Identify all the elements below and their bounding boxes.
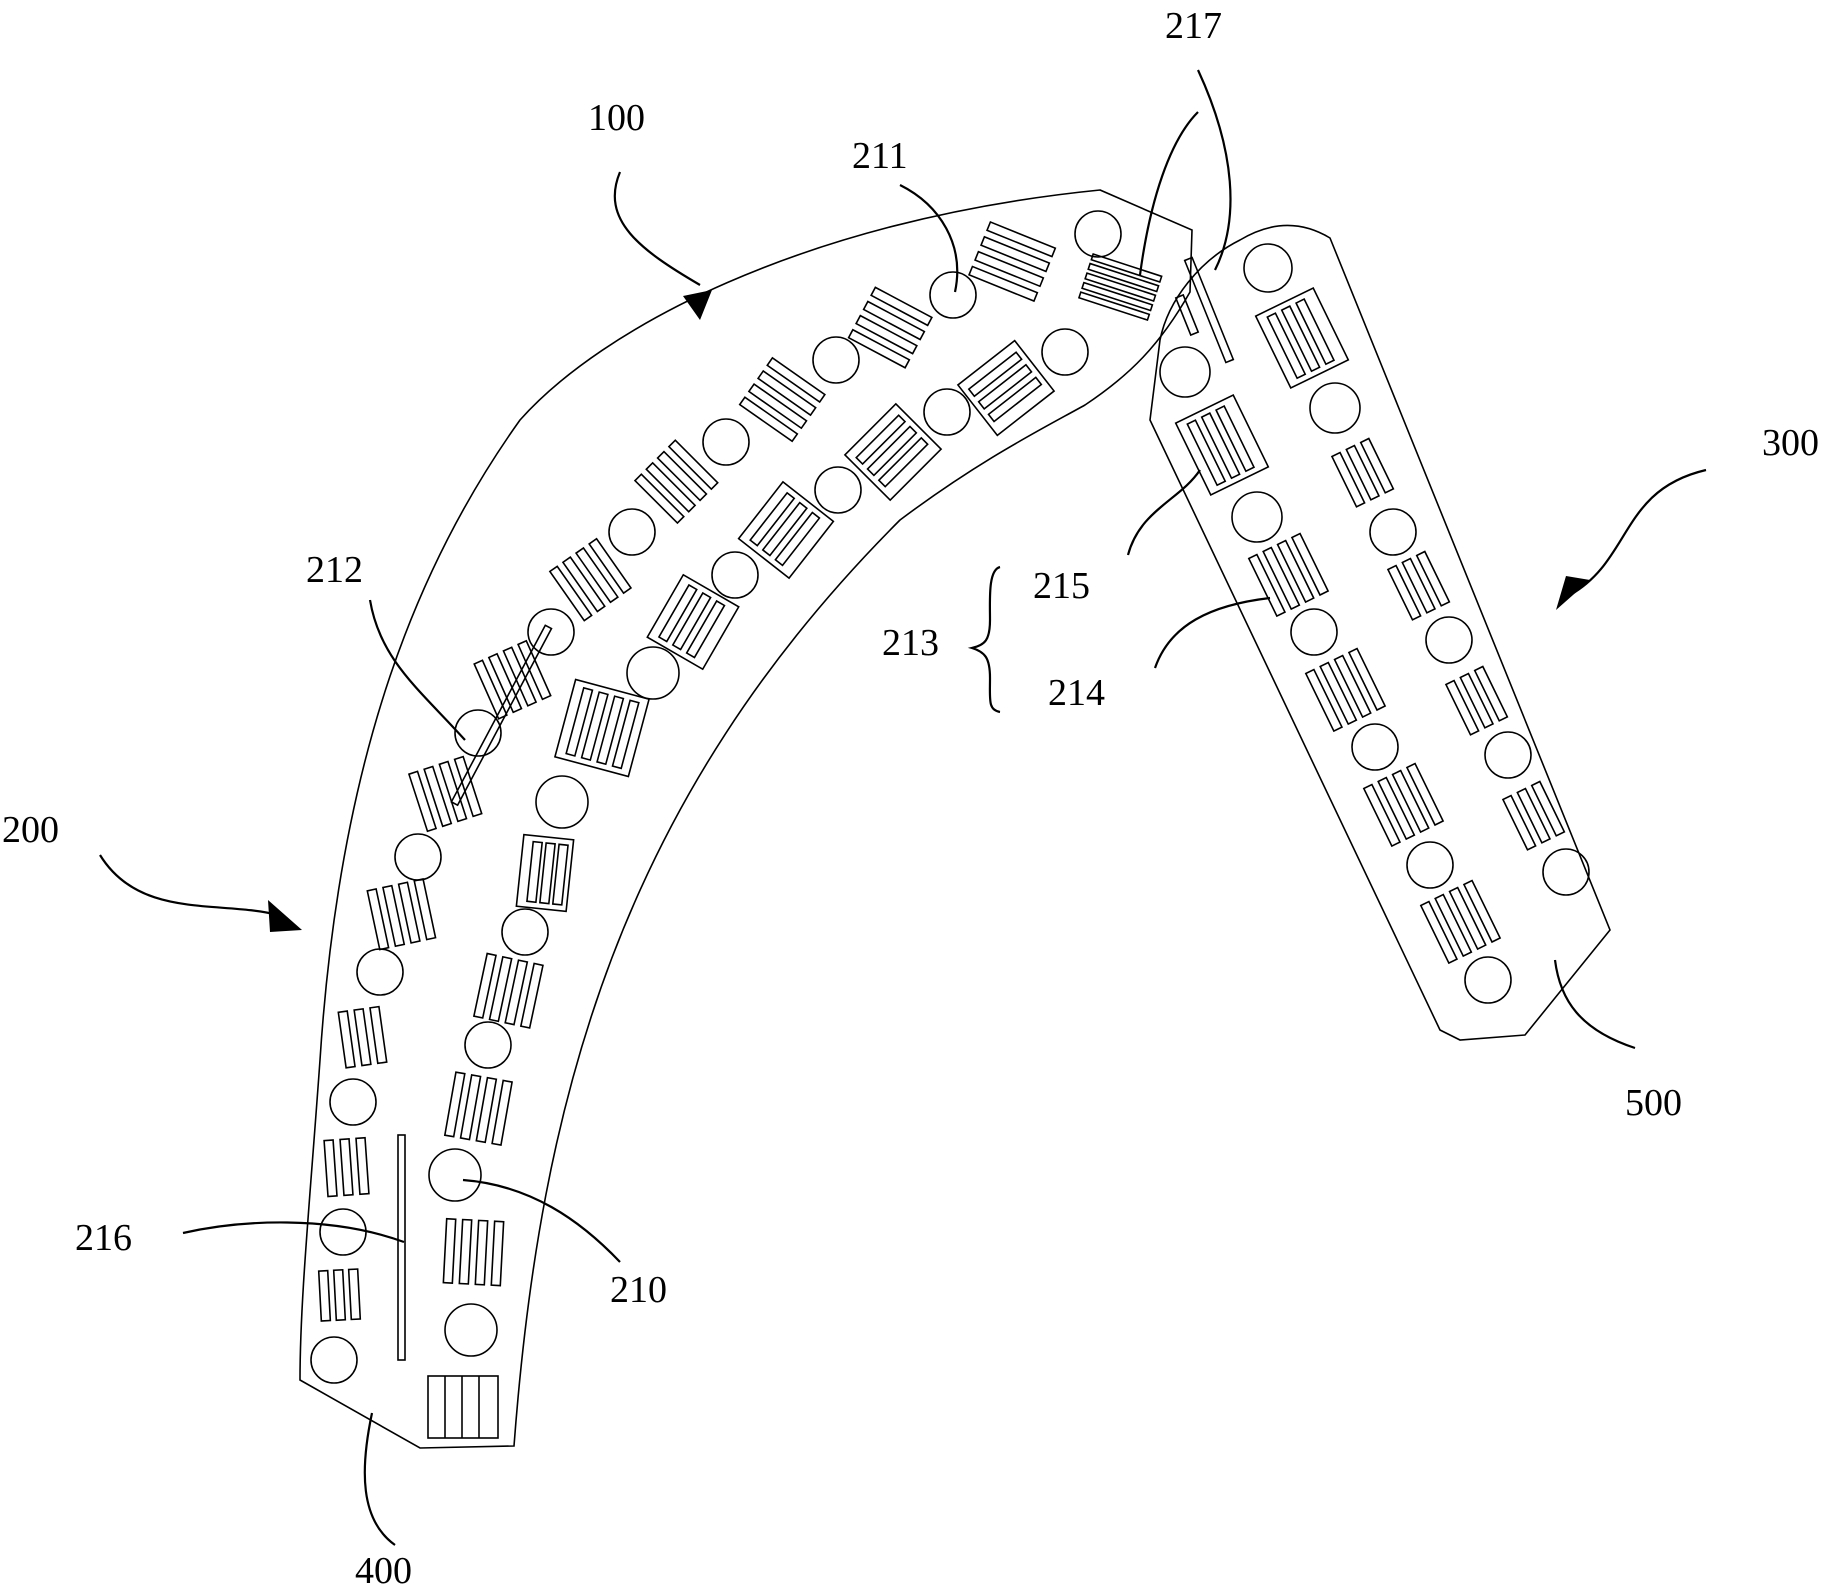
curved-strip-outline (299, 189, 1193, 1449)
slot-group (1444, 665, 1509, 736)
slot-group (956, 339, 1056, 437)
label-400: 400 (355, 1550, 412, 1589)
slot-group (1077, 253, 1163, 322)
leader-216 (182, 1221, 405, 1244)
slot-group (366, 878, 437, 951)
slot-group (633, 439, 719, 525)
slot-group (1254, 286, 1350, 390)
slot-group (1501, 780, 1566, 851)
slot-group (323, 1136, 370, 1198)
leader-500 (1553, 959, 1636, 1050)
via-holes (310, 210, 1590, 1384)
label-300: 300 (1762, 422, 1819, 464)
label-217: 217 (1165, 5, 1222, 47)
arrowhead-300 (1556, 576, 1590, 610)
leader-300 (1569, 468, 1707, 596)
leader-215 (1126, 469, 1201, 556)
label-211: 211 (852, 135, 908, 177)
brace-213 (967, 565, 1001, 714)
label-213: 213 (882, 622, 939, 664)
slot-group (1362, 762, 1445, 848)
slot-group (847, 286, 933, 369)
label-100: 100 (588, 97, 645, 139)
leader-100 (613, 171, 701, 286)
slot-group (1330, 437, 1395, 508)
slot-group (443, 1071, 513, 1146)
slot-group (515, 833, 575, 913)
leader-400 (363, 1412, 396, 1546)
slot-group (646, 573, 740, 671)
slot-group (1174, 393, 1270, 497)
leader-217a (1138, 111, 1199, 276)
label-215: 215 (1033, 565, 1090, 607)
slot-group (843, 402, 943, 502)
slot-group (1419, 879, 1502, 965)
reference-labels: 100 200 300 400 500 210 211 212 213 214 … (2, 5, 1819, 1589)
bonding-pad (427, 1375, 499, 1439)
slot-group (1386, 550, 1451, 621)
slot-group (1247, 532, 1330, 618)
label-212: 212 (306, 549, 363, 591)
leader-200 (99, 854, 279, 917)
slot-group (1304, 647, 1387, 733)
leader-211 (899, 184, 959, 293)
slot-group (968, 220, 1057, 303)
leader-lines (99, 69, 1707, 1546)
slot-group (442, 1217, 505, 1287)
arrowhead-100 (683, 290, 712, 320)
slot-groups (317, 220, 1566, 1322)
label-210: 210 (610, 1269, 667, 1311)
slot-group (553, 678, 651, 778)
label-216: 216 (75, 1217, 132, 1259)
slot-group (407, 755, 483, 833)
leader-214 (1153, 596, 1271, 669)
slot-group (337, 1005, 388, 1069)
slot-group (317, 1268, 362, 1322)
label-200: 200 (2, 809, 59, 851)
leader-210 (462, 1178, 621, 1263)
label-500: 500 (1625, 1082, 1682, 1124)
arrowhead-200 (268, 900, 302, 932)
slot-group (472, 952, 544, 1029)
slot-group (473, 639, 552, 720)
straight-strip-outline (1149, 224, 1611, 1041)
label-214: 214 (1048, 672, 1105, 714)
slot-group (738, 356, 826, 443)
slot-group (737, 480, 835, 580)
leader-212 (368, 599, 466, 741)
slot-group (548, 537, 633, 622)
leader-217b (1197, 69, 1232, 271)
